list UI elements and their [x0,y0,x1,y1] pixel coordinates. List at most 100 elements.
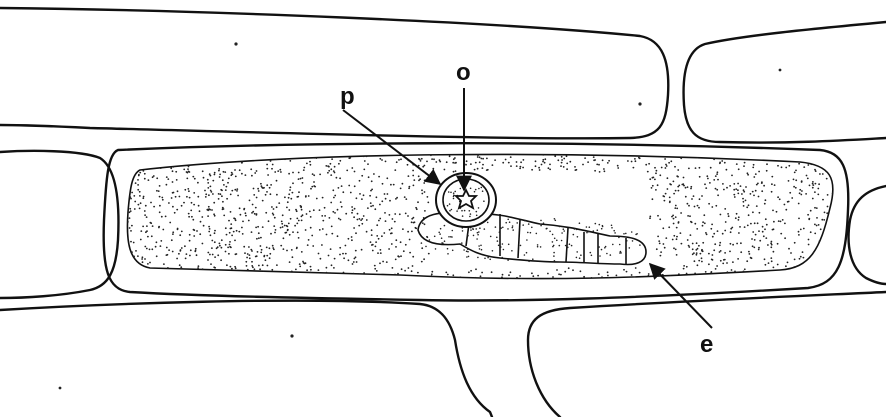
stipple-dot [788,180,790,182]
stipple-dot [702,225,704,227]
stipple-dot [214,230,216,232]
stipple-dot [791,278,793,280]
stipple-dot [361,153,363,155]
stipple-dot [306,213,308,215]
stipple-dot [235,176,237,178]
stipple-dot [715,282,717,284]
stipple-dot [824,265,826,267]
stipple-dot [180,266,182,268]
stipple-dot [537,246,539,248]
stipple-dot [737,258,739,260]
stipple-dot [188,213,190,215]
stipple-dot [210,272,212,274]
stipple-dot [603,168,605,170]
stipple-dot [411,270,413,272]
stipple-dot [724,162,726,164]
stipple-dot [159,196,161,198]
stipple-dot [561,232,563,234]
stipple-dot [260,252,262,254]
stipple-dot [737,189,739,191]
stipple-dot [717,230,719,232]
stipple-dot [470,163,472,165]
stipple-dot [750,223,752,225]
stipple-dot [389,229,391,231]
stipple-dot [404,196,406,198]
stipple-dot [524,254,526,256]
stipple-dot [287,277,289,279]
stipple-dot [267,174,269,176]
stipple-dot [152,274,154,276]
stipple-dot [355,232,357,234]
stipple-dot [189,197,191,199]
stipple-dot [383,232,385,234]
stipple-dot [146,272,148,274]
stipple-dot [240,283,242,285]
stipple-dot [305,195,307,197]
stipple-dot [649,217,651,219]
stipple-dot [212,273,214,275]
stipple-dot [384,193,386,195]
stipple-dot [673,247,675,249]
stipple-dot [379,218,381,220]
stipple-dot [520,161,522,163]
stipple-dot [339,160,341,162]
stipple-dot [204,190,206,192]
stipple-dot [236,190,238,192]
stipple-dot [262,187,264,189]
stipple-dot [395,246,397,248]
stipple-dot [674,283,676,285]
stipple-dot [553,245,555,247]
stipple-dot [435,248,437,250]
stipple-dot [655,172,657,174]
stipple-dot [135,152,137,154]
stipple-dot [421,242,423,244]
stipple-dot [464,210,466,212]
stipple-dot [438,232,440,234]
stipple-dot [284,196,286,198]
stipple-dot [305,229,307,231]
stipple-dot [141,258,143,260]
stipple-dot [769,153,771,155]
stipple-dot [322,228,324,230]
stipple-dot [131,225,133,227]
stipple-dot [330,174,332,176]
stipple-dot [189,240,191,242]
stipple-dot [290,186,292,188]
stipple-dot [799,192,801,194]
stipple-dot [580,270,582,272]
stipple-dot [231,190,233,192]
stipple-dot [186,253,188,255]
stipple-dot [567,247,569,249]
stipple-dot [555,220,557,222]
stipple-dot [761,182,763,184]
stipple-dot [256,197,258,199]
stipple-dot [596,164,598,166]
stipple-dot [321,215,323,217]
stipple-dot [142,261,144,263]
stipple-dot [398,159,400,161]
stipple-dot [301,209,303,211]
stipple-dot [835,199,837,201]
stipple-dot [543,281,545,283]
stipple-dot [235,219,237,221]
stipple-dot [707,178,709,180]
label-p: p [340,83,355,110]
stipple-dot [239,280,241,282]
stipple-dot [190,159,192,161]
stipple-dot [163,263,165,265]
stipple-dot [210,186,212,188]
stipple-dot [607,275,609,277]
stipple-dot [404,270,406,272]
stipple-dot [234,169,236,171]
stipple-dot [739,226,741,228]
stipple-dot [296,223,298,225]
stipple-dot [395,259,397,261]
stipple-dot [468,256,470,258]
stipple-dot [175,270,177,272]
stipple-dot [204,274,206,276]
stipple-dot [369,195,371,197]
stipple-dot [190,249,192,251]
stipple-dot [225,251,227,253]
stipple-dot [166,247,168,249]
stipple-dot [764,228,766,230]
